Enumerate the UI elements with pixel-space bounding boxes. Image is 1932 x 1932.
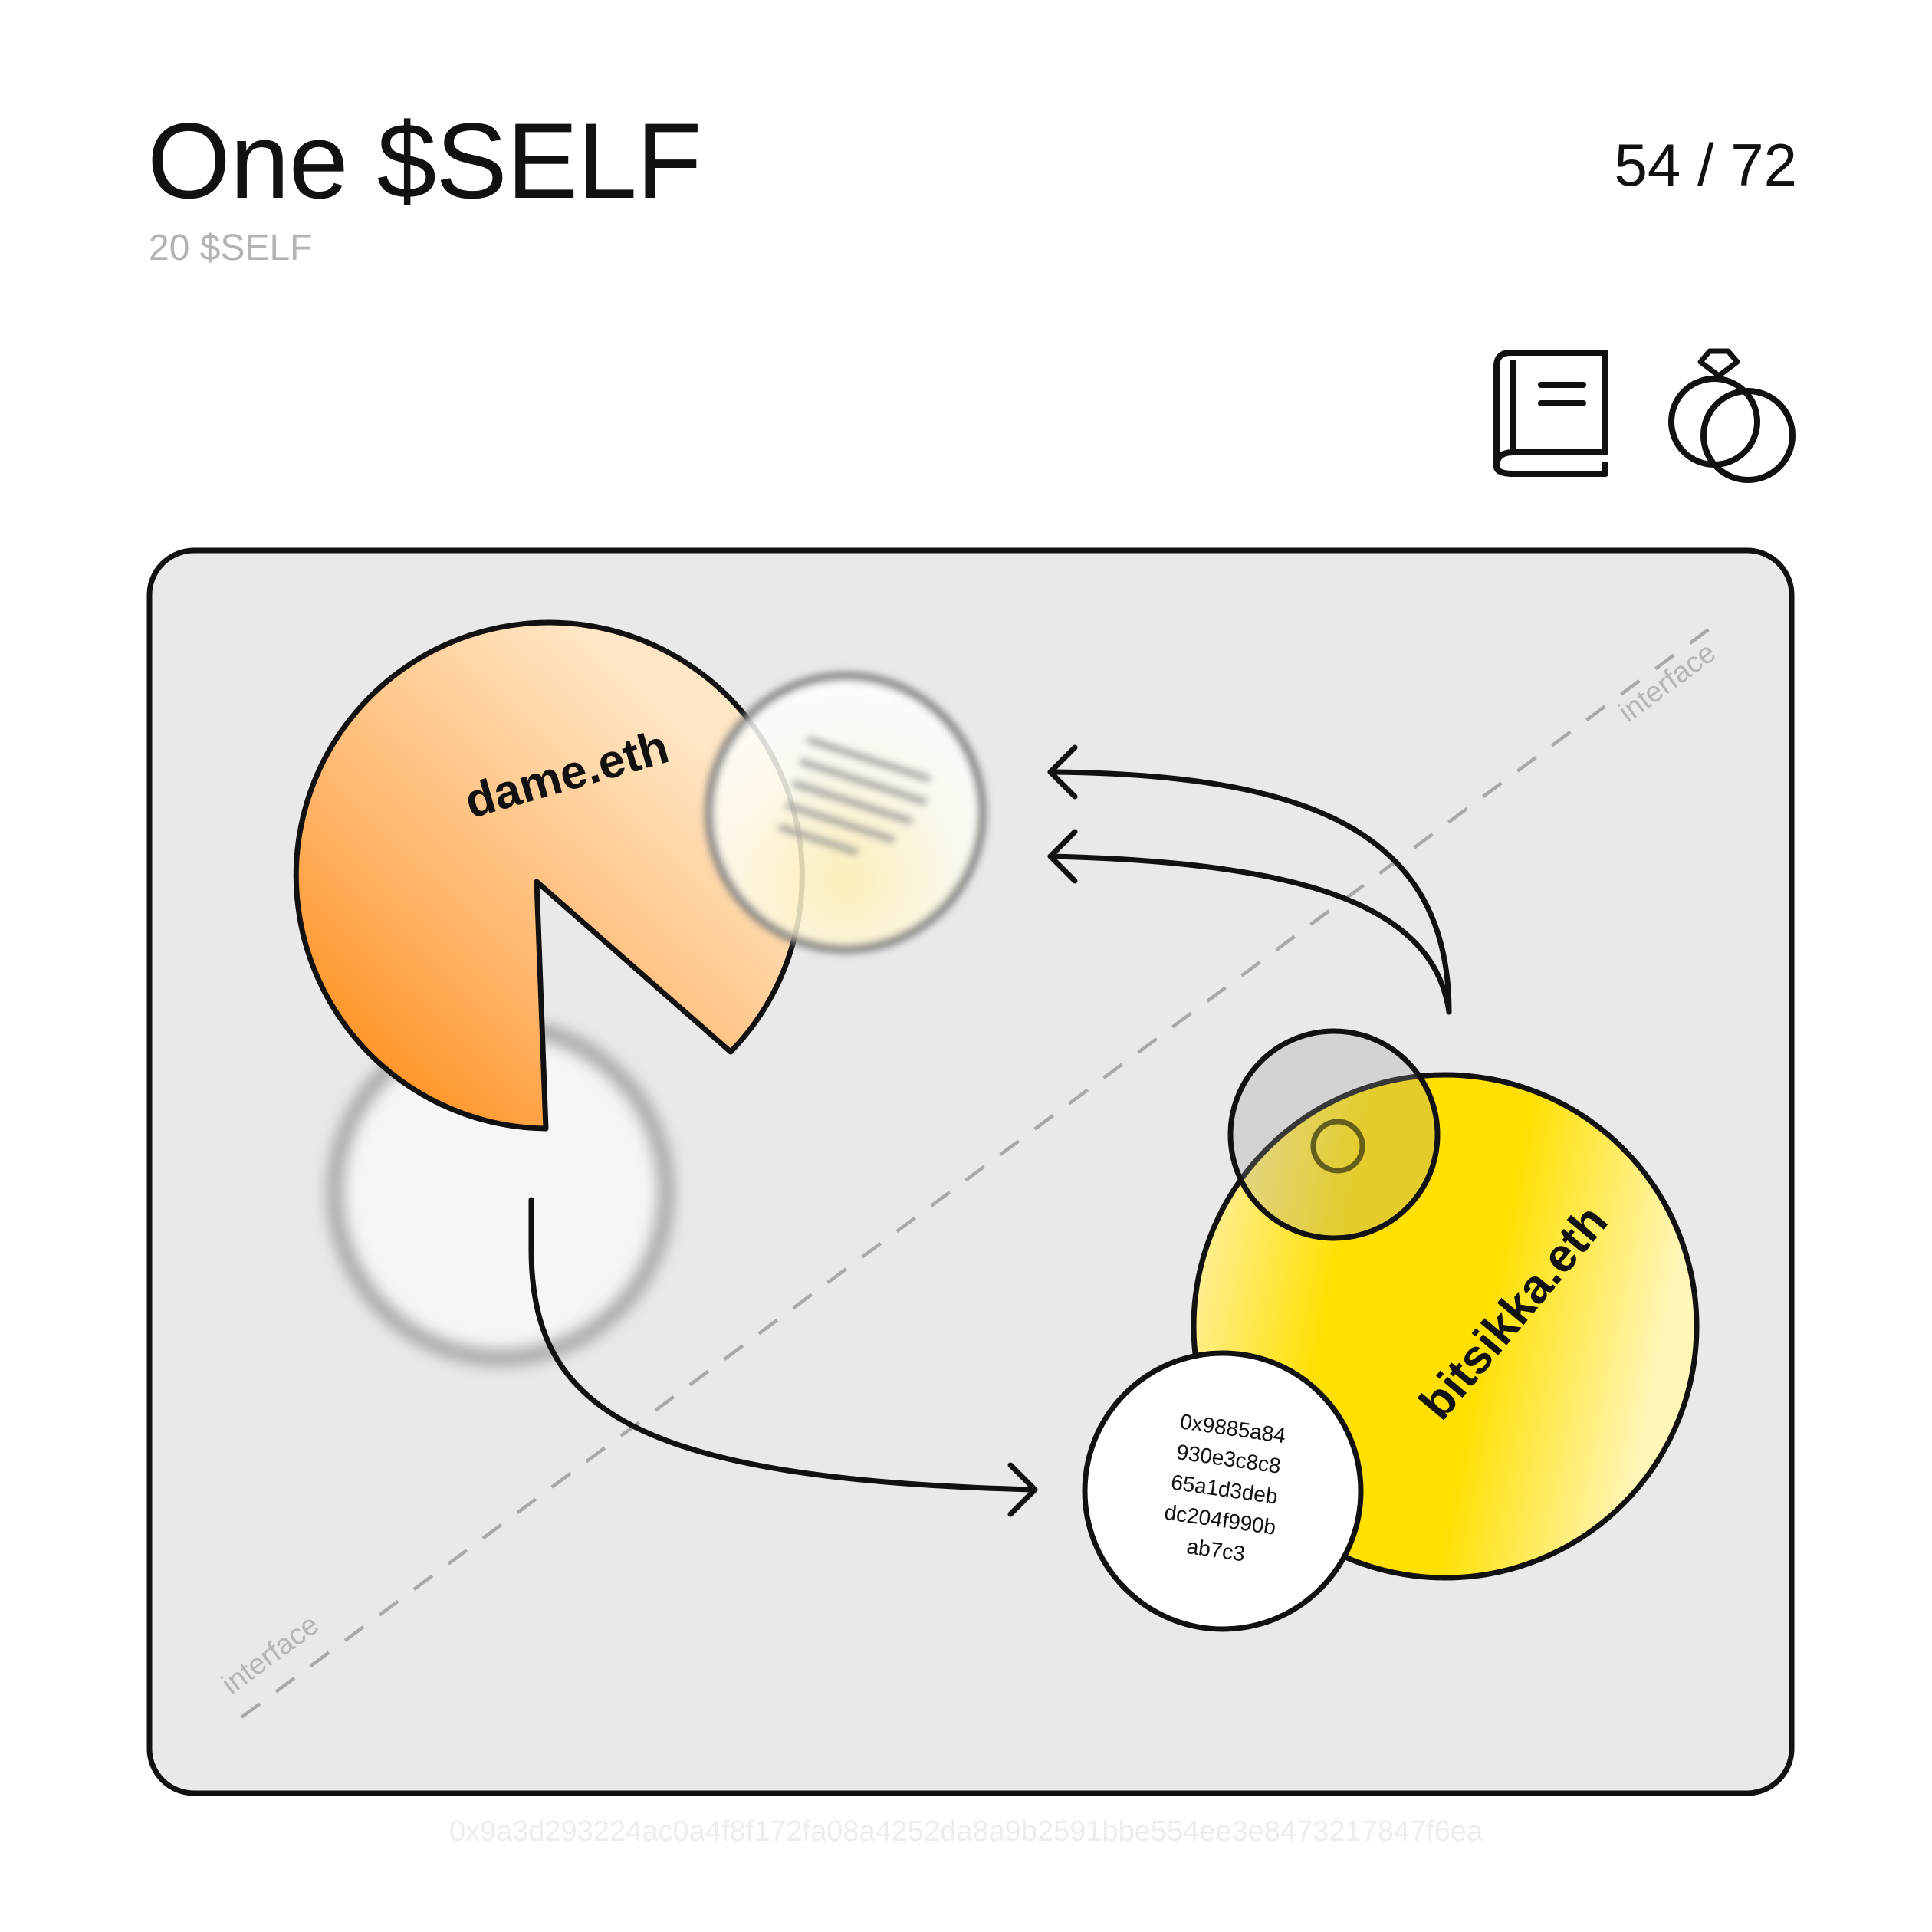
page-counter: 54 / 72: [1614, 131, 1797, 199]
ghost-circle-right: [705, 672, 987, 954]
arrow-to-address: [528, 1197, 1038, 1493]
book-icon[interactable]: [1487, 345, 1614, 479]
arrow-lower: [1047, 853, 1452, 1015]
page-title: One $SELF: [147, 100, 702, 221]
page-subtitle: 20 $SELF: [149, 228, 313, 268]
address-circle: [1082, 1350, 1364, 1632]
overlap-circle: [1227, 1028, 1441, 1241]
interface-line: [240, 627, 1711, 1719]
keyhole-circle: [1310, 1119, 1365, 1174]
arrowhead-lower: [1047, 829, 1078, 884]
arrowhead-to-address: [1007, 1462, 1038, 1517]
footer-hash: 0x9a3d293224ac0a4f8f172fa08a4252da8a9b25…: [449, 1815, 1484, 1848]
arrow-upper: [1047, 769, 1452, 1015]
rings-icon[interactable]: [1654, 345, 1796, 487]
arrowhead-upper: [1047, 744, 1078, 800]
